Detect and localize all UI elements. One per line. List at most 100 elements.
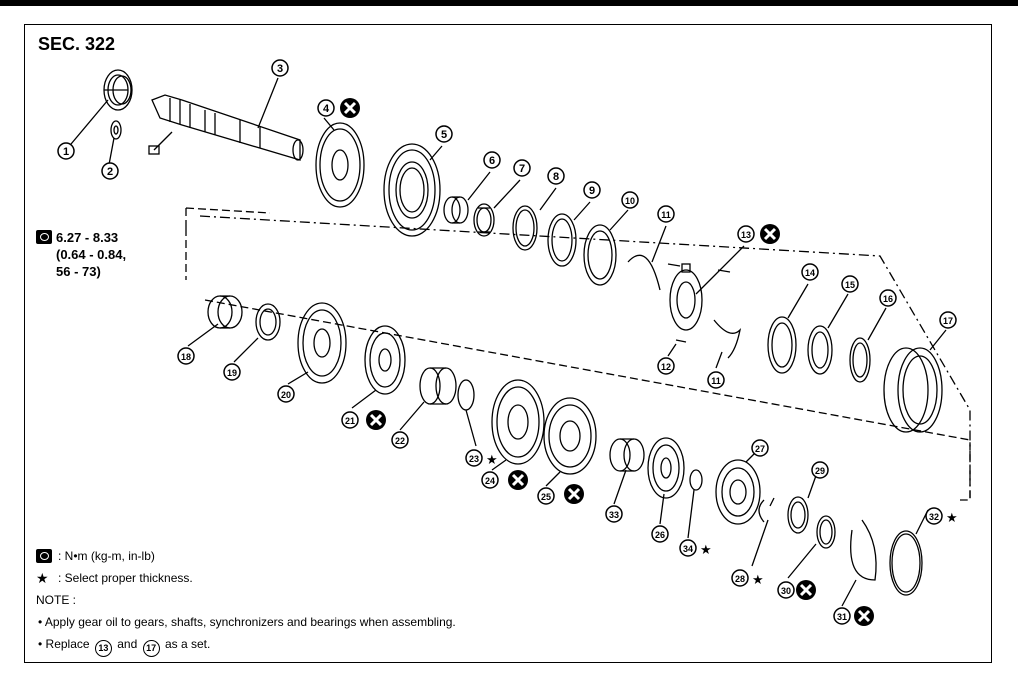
part-11-spring-lower <box>713 319 742 359</box>
callout-21: 21 <box>341 411 359 429</box>
top-bar <box>0 0 1018 6</box>
callout-2: 2 <box>101 162 119 180</box>
callout-27: 27 <box>751 439 769 457</box>
svg-text:27: 27 <box>755 444 765 454</box>
part-4-gear <box>315 122 365 208</box>
part-21-gear <box>364 325 406 395</box>
torque-line-1: 6.27 - 8.33 <box>56 230 119 245</box>
svg-text:23: 23 <box>469 454 479 464</box>
callout-13: 13 <box>737 225 755 243</box>
note-2-mid: and <box>117 637 138 651</box>
callout-9: 9 <box>583 181 601 199</box>
svg-text:2: 2 <box>107 166 113 178</box>
svg-text:19: 19 <box>227 368 237 378</box>
replace-badge-4 <box>338 96 362 120</box>
svg-text:1: 1 <box>63 146 69 158</box>
svg-text:33: 33 <box>609 510 619 520</box>
part-34-washer <box>689 469 703 491</box>
part-2-washer <box>110 120 122 140</box>
part-30-ring <box>816 515 836 549</box>
callout-12: 12 <box>657 357 675 375</box>
assembly-line <box>185 207 971 501</box>
callout-18: 18 <box>177 347 195 365</box>
part-29-ring <box>787 496 809 534</box>
svg-text:29: 29 <box>815 466 825 476</box>
svg-text:30: 30 <box>781 586 791 596</box>
note-title: NOTE : <box>36 593 77 607</box>
callout-30: 30 <box>777 581 795 599</box>
note-2: • Replace 13 and 17 as a set. <box>36 633 456 657</box>
part-7-needle-bearing <box>473 203 495 237</box>
part-24-gear <box>491 379 545 465</box>
svg-text:32: 32 <box>929 512 939 522</box>
part-15-ring <box>807 325 833 375</box>
svg-text:6: 6 <box>489 155 495 167</box>
callout-1: 1 <box>57 142 75 160</box>
part-13-hub <box>669 263 703 331</box>
callout-7: 7 <box>513 159 531 177</box>
note-1: • Apply gear oil to gears, shafts, synch… <box>38 615 456 629</box>
callout-26: 26 <box>651 525 669 543</box>
svg-text:28: 28 <box>735 574 745 584</box>
svg-text:4: 4 <box>323 103 330 115</box>
callout-32: 32 <box>925 507 943 525</box>
part-25-gear <box>543 397 597 475</box>
part-28-snap-ring <box>758 497 775 523</box>
callout-8: 8 <box>547 167 565 185</box>
replace-badge-13 <box>758 222 782 246</box>
callout-10: 10 <box>621 191 639 209</box>
replace-badge-25 <box>562 482 586 506</box>
callout-14: 14 <box>801 263 819 281</box>
select-thickness-star-32: ★ <box>946 511 958 526</box>
part-12-key <box>675 339 687 343</box>
part-bolt <box>148 131 173 155</box>
part-32-shim <box>889 530 923 596</box>
callout-23: 23 <box>465 449 483 467</box>
torque-spec: 6.27 - 8.33 (0.64 - 0.84, 56 - 73) <box>36 229 126 280</box>
part-10-cone <box>583 224 617 286</box>
callout-28: 28 <box>731 569 749 587</box>
part-14-ring <box>767 316 797 374</box>
part-33-sleeve <box>609 438 645 472</box>
leader-lines <box>65 77 947 607</box>
part-27-bearing <box>715 459 761 525</box>
assembly-line-main <box>199 215 971 498</box>
part-31-snap-ring <box>850 519 877 581</box>
svg-text:11: 11 <box>711 376 721 386</box>
svg-text:31: 31 <box>837 612 847 622</box>
section-title: SEC. 322 <box>38 34 116 54</box>
callout-24: 24 <box>481 471 499 489</box>
svg-text:25: 25 <box>541 492 551 502</box>
torque-wrench-icon <box>36 549 52 563</box>
note-2-suffix: as a set. <box>164 637 211 651</box>
legend-star-row: ★ : Select proper thickness. <box>36 567 456 589</box>
svg-text:5: 5 <box>441 129 447 141</box>
svg-text:16: 16 <box>883 294 893 304</box>
callout-22: 22 <box>391 431 409 449</box>
select-thickness-star-28: ★ <box>752 573 764 588</box>
legend: : N•m (kg-m, in-lb) ★ : Select proper th… <box>36 545 456 657</box>
callout-3: 3 <box>271 59 289 77</box>
svg-text:20: 20 <box>281 390 291 400</box>
select-thickness-star-34: ★ <box>700 543 712 558</box>
replace-badge-21 <box>364 408 388 432</box>
svg-text:18: 18 <box>181 352 191 362</box>
callout-31: 31 <box>833 607 851 625</box>
legend-torque-row: : N•m (kg-m, in-lb) <box>36 545 456 567</box>
svg-text:26: 26 <box>655 530 665 540</box>
replace-badge-24 <box>506 468 530 492</box>
shift-pin-1 <box>667 263 681 267</box>
callout-34: 34 <box>679 539 697 557</box>
svg-text:13: 13 <box>741 230 751 240</box>
part-11-spring-upper <box>627 254 661 291</box>
part-22-sleeve <box>419 367 457 405</box>
torque-line-2: (0.64 - 0.84, <box>56 247 127 262</box>
replace-badge-30 <box>794 578 818 602</box>
callout-11-lower: 11 <box>707 371 725 389</box>
torque-line-3: 56 - 73) <box>56 264 101 279</box>
note-2-prefix: • Replace <box>38 637 90 651</box>
svg-text:22: 22 <box>395 436 405 446</box>
callout-15: 15 <box>841 275 859 293</box>
svg-text:12: 12 <box>661 362 671 372</box>
